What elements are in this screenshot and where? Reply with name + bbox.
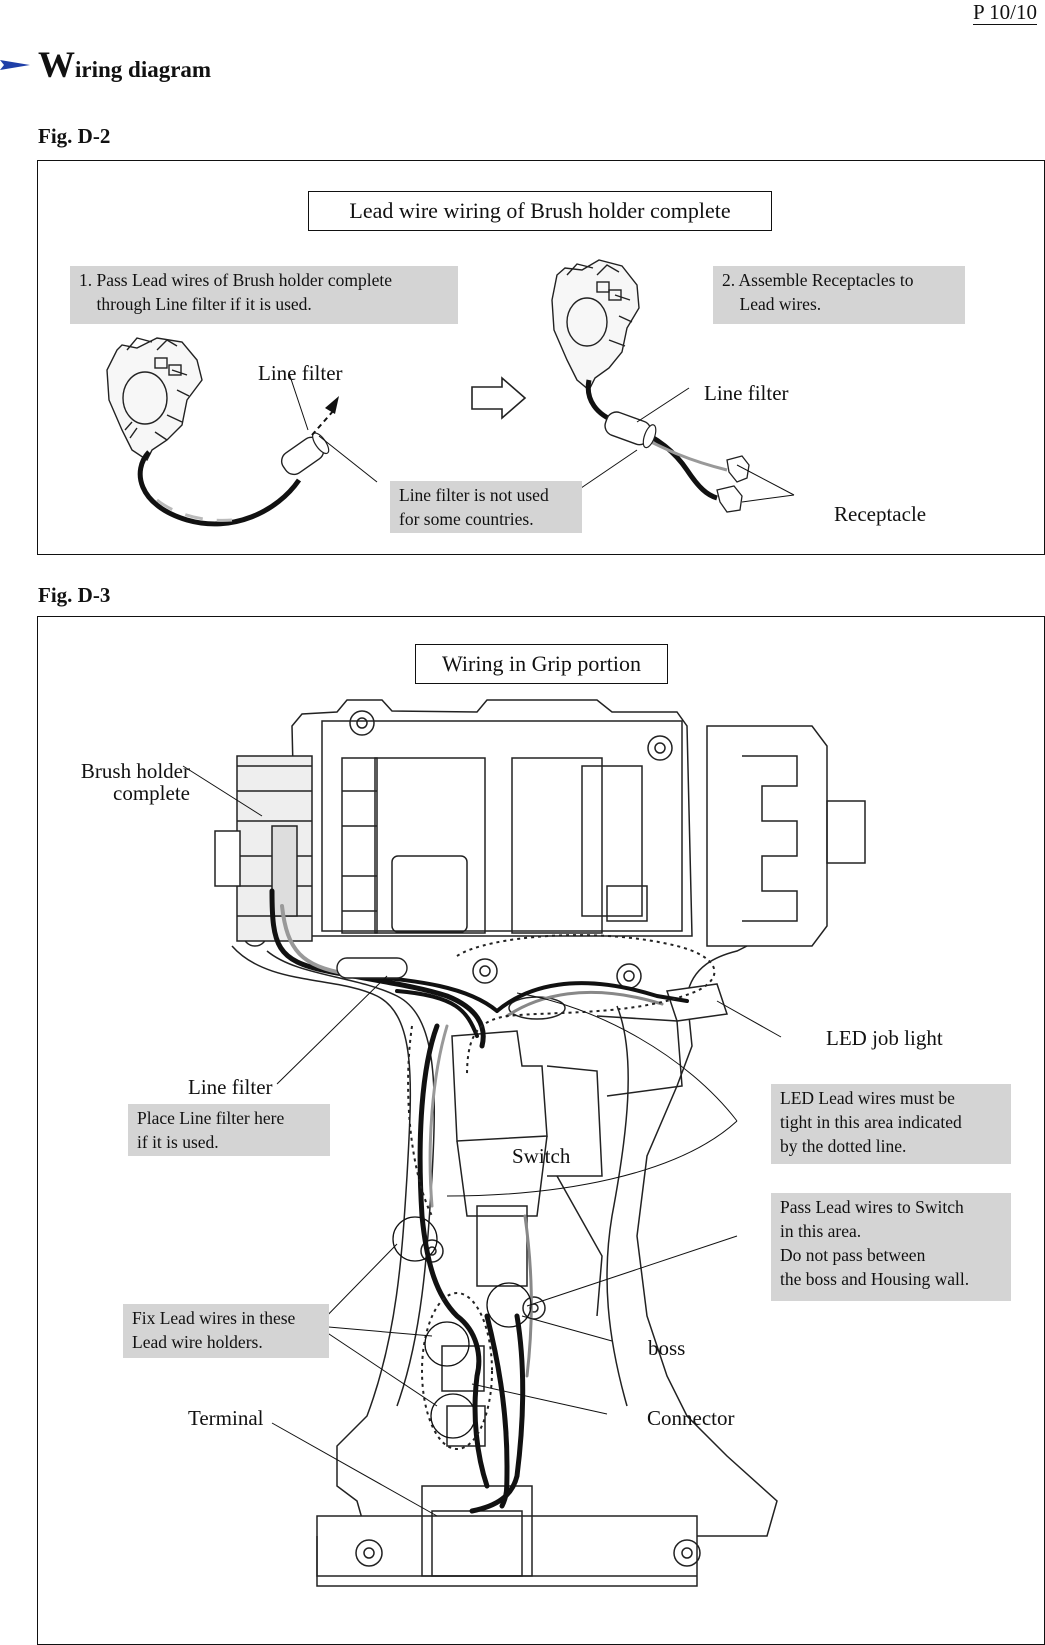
step1-note: 1. Pass Lead wires of Brush holder compl… (70, 266, 458, 324)
line-filter-label-right: Line filter (704, 381, 789, 405)
fix-note: Fix Lead wires in these Lead wire holder… (123, 1304, 329, 1358)
fig-d3-title: Wiring in Grip portion (415, 644, 668, 684)
fig-d2-label: Fig. D-2 (38, 124, 111, 148)
terminal-label: Terminal (188, 1406, 264, 1430)
led-note: LED Lead wires must be tight in this are… (771, 1084, 1011, 1164)
line-filter-label-left: Line filter (258, 361, 343, 385)
connector-label: Connector (647, 1406, 735, 1430)
line-filter-label: Line filter (188, 1075, 273, 1099)
switch-label: Switch (512, 1144, 571, 1168)
section-arrow-icon (0, 60, 30, 70)
step2-note: 2. Assemble Receptacles to Lead wires. (713, 266, 965, 324)
fig-d2-title: Lead wire wiring of Brush holder complet… (308, 191, 772, 231)
line-filter-note: Place Line filter here if it is used. (128, 1104, 330, 1156)
not-used-note: Line filter is not used for some countri… (390, 481, 582, 533)
pass-note: Pass Lead wires to Switch in this area. … (771, 1193, 1011, 1301)
led-job-light-label: LED job light (826, 1026, 943, 1050)
fig-d3-drawing (182, 699, 866, 1587)
boss-label: boss (648, 1336, 686, 1360)
fig-d3-label: Fig. D-3 (38, 583, 111, 607)
receptacle-label: Receptacle (834, 502, 927, 526)
section-title: Wiring diagram (38, 45, 212, 86)
fig-d2-drawing (106, 259, 795, 527)
brush-holder-label: Brush holder complete (80, 759, 190, 805)
page-number: P 10/10 (973, 0, 1037, 25)
